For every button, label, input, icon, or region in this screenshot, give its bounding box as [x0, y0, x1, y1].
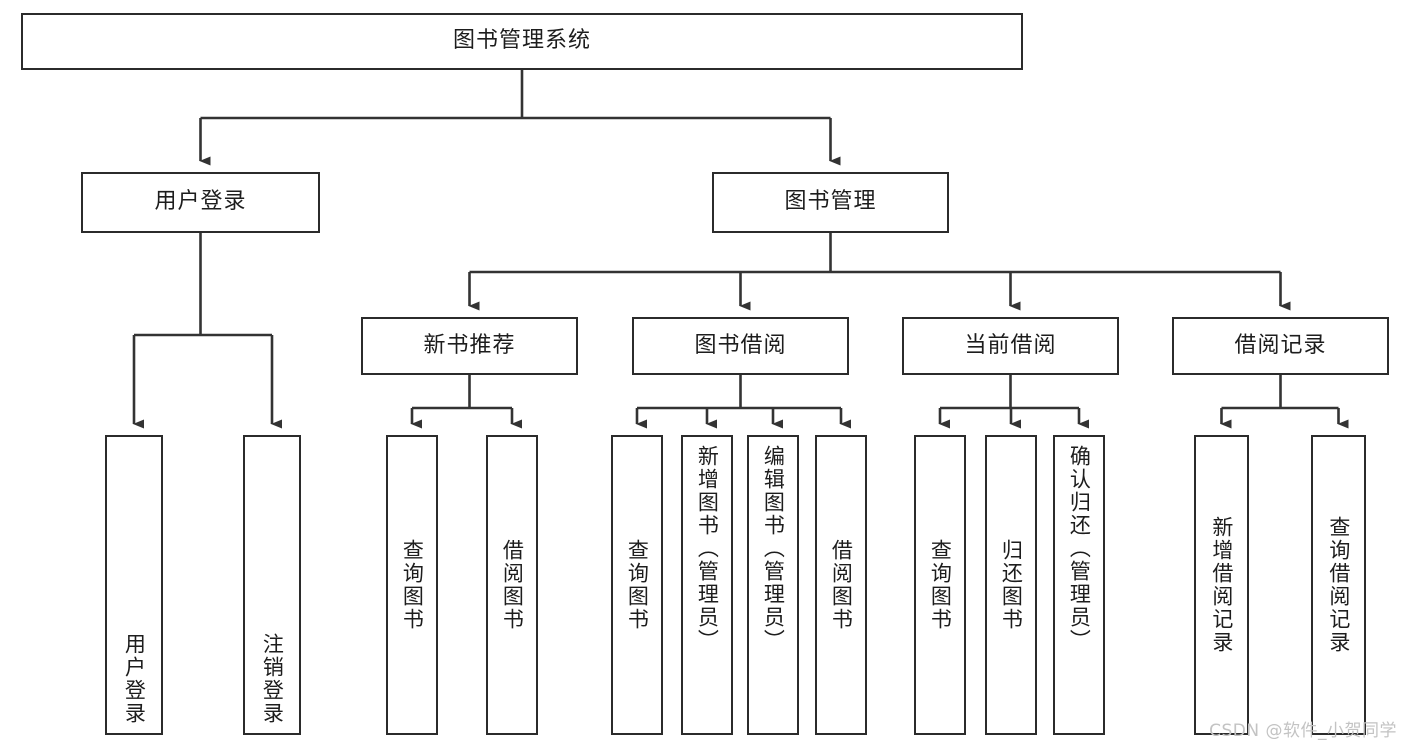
node-label-leaf-return-book: 归还图书	[999, 539, 1024, 631]
node-book-borrow[interactable]: 图书借阅	[632, 317, 849, 375]
node-leaf-edit-book-admin[interactable]: 编辑图书（管理员）	[747, 435, 799, 735]
node-leaf-confirm-return-admin[interactable]: 确认归还（管理员）	[1053, 435, 1105, 735]
node-new-book-recommend[interactable]: 新书推荐	[361, 317, 578, 375]
node-label-leaf-query-book-recommend: 查询图书	[400, 539, 425, 631]
node-label-leaf-user-logout: 注销登录	[260, 633, 285, 725]
node-leaf-add-book-admin[interactable]: 新增图书（管理员）	[681, 435, 733, 735]
node-leaf-user-logout[interactable]: 注销登录	[243, 435, 301, 735]
node-leaf-query-book-borrow[interactable]: 查询图书	[611, 435, 663, 735]
node-label-borrow-record: 借阅记录	[1234, 332, 1327, 358]
node-label-leaf-confirm-return-admin: 确认归还（管理员）	[1067, 445, 1092, 652]
node-leaf-add-borrow-record[interactable]: 新增借阅记录	[1194, 435, 1249, 735]
node-label-book-manage: 图书管理	[784, 189, 877, 215]
node-label-root: 图书管理系统	[452, 28, 591, 54]
node-leaf-query-book-current[interactable]: 查询图书	[914, 435, 966, 735]
node-root[interactable]: 图书管理系统	[21, 13, 1023, 70]
node-label-user-login: 用户登录	[154, 189, 247, 215]
node-label-leaf-query-borrow-record: 查询借阅记录	[1326, 516, 1351, 654]
node-leaf-query-borrow-record[interactable]: 查询借阅记录	[1311, 435, 1366, 735]
node-book-manage[interactable]: 图书管理	[712, 172, 949, 233]
node-label-new-book-recommend: 新书推荐	[423, 332, 516, 358]
node-current-borrow[interactable]: 当前借阅	[902, 317, 1119, 375]
watermark-label: CSDN @软件_小贺同学	[1209, 721, 1397, 741]
node-label-leaf-borrow-book-recommend: 借阅图书	[500, 539, 525, 631]
node-label-leaf-add-borrow-record: 新增借阅记录	[1209, 516, 1234, 654]
node-label-leaf-query-book-current: 查询图书	[928, 539, 953, 631]
node-label-leaf-add-book-admin: 新增图书（管理员）	[695, 445, 720, 652]
node-leaf-user-login[interactable]: 用户登录	[105, 435, 163, 735]
node-borrow-record[interactable]: 借阅记录	[1172, 317, 1389, 375]
connector-lines	[132, 70, 1349, 429]
node-leaf-borrow-book-recommend[interactable]: 借阅图书	[486, 435, 538, 735]
node-label-leaf-query-book-borrow: 查询图书	[625, 539, 650, 631]
node-label-leaf-borrow-book: 借阅图书	[829, 539, 854, 631]
node-leaf-borrow-book[interactable]: 借阅图书	[815, 435, 867, 735]
node-label-current-borrow: 当前借阅	[964, 332, 1057, 358]
node-label-leaf-edit-book-admin: 编辑图书（管理员）	[761, 445, 786, 652]
node-leaf-return-book[interactable]: 归还图书	[985, 435, 1037, 735]
node-label-book-borrow: 图书借阅	[694, 332, 787, 358]
node-leaf-query-book-recommend[interactable]: 查询图书	[386, 435, 438, 735]
node-user-login[interactable]: 用户登录	[81, 172, 320, 233]
node-label-leaf-user-login: 用户登录	[122, 633, 147, 725]
